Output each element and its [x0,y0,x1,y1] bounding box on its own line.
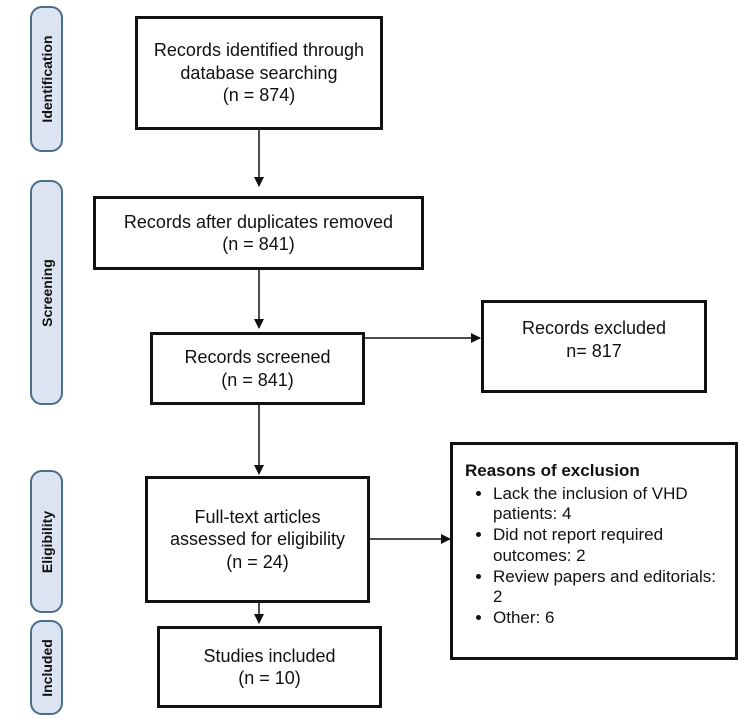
records-after-duplicates-count: (n = 841) [222,234,295,254]
reason-item: Lack the inclusion of VHD patients: 4 [493,484,725,525]
records-identified-box: Records identified through database sear… [135,16,383,130]
studies-included-box: Studies included (n = 10) [157,626,382,708]
records-identified-line1: Records identified through [153,40,365,61]
records-after-duplicates-box: Records after duplicates removed (n = 84… [93,196,424,270]
records-identified-count: (n = 874) [222,85,296,106]
records-screened-box: Records screened (n = 841) [150,332,365,405]
studies-included-count: (n = 10) [238,668,301,688]
studies-included-line1: Studies included [203,645,336,666]
stage-screening-tab: Screening [30,180,63,405]
records-identified-line2: database searching [180,62,338,83]
records-excluded-line1: Records excluded [521,318,667,338]
full-text-articles-line1: Full-text articles [194,506,321,527]
records-excluded-count: n= 817 [566,340,622,361]
reason-item: Other: 6 [493,608,725,629]
full-text-articles-line2: assessed for eligibility [169,529,346,550]
stage-included-tab: Included [30,620,63,715]
records-after-duplicates-line1: Records after duplicates removed [123,211,394,232]
records-excluded-box: Records excluded n= 817 [481,300,707,393]
stage-eligibility-tab: Eligibility [30,470,63,613]
reason-item: Review papers and editorials: 2 [493,567,725,608]
reason-item: Did not report required outcomes: 2 [493,525,725,566]
full-text-articles-count: (n = 24) [226,551,289,572]
records-screened-count: (n = 841) [221,369,294,390]
reasons-list: Lack the inclusion of VHD patients: 4 Di… [465,484,725,629]
records-screened-line1: Records screened [184,347,331,367]
reasons-of-exclusion-box: Reasons of exclusion Lack the inclusion … [450,442,738,660]
reasons-title: Reasons of exclusion [465,461,640,480]
full-text-articles-box: Full-text articles assessed for eligibil… [145,476,370,603]
stage-identification-tab: Identification [30,6,63,152]
